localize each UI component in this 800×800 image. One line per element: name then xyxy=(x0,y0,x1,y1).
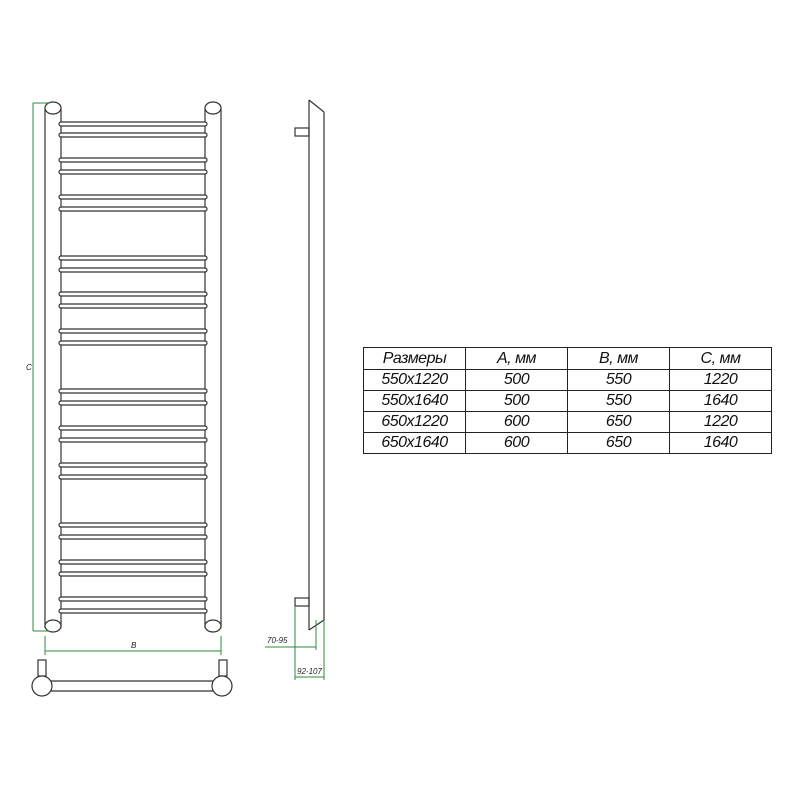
crossbar xyxy=(58,534,208,540)
crossbar xyxy=(58,388,208,394)
header-b: B, мм xyxy=(567,347,670,370)
cell: 1220 xyxy=(669,369,772,391)
crossbar xyxy=(58,291,208,297)
dim-depth-inner-label: 70-95 xyxy=(267,636,288,645)
dim-height-label: C xyxy=(26,363,32,372)
cell: 500 xyxy=(465,369,568,391)
header-a: A, мм xyxy=(465,347,568,370)
crossbar xyxy=(58,425,208,431)
crossbar xyxy=(58,559,208,565)
cell: 550 xyxy=(567,369,670,391)
cell: 650x1640 xyxy=(363,432,466,454)
table-row: 650x1220 600 650 1220 xyxy=(363,411,772,433)
crossbar xyxy=(58,462,208,468)
cell: 550 xyxy=(567,390,670,412)
bottom-view xyxy=(31,659,233,697)
table-row: 650x1640 600 650 1640 xyxy=(363,432,772,454)
crossbar xyxy=(58,328,208,334)
dimension-lines xyxy=(32,102,325,680)
cell: 550x1640 xyxy=(363,390,466,412)
header-c: C, мм xyxy=(669,347,772,370)
crossbar xyxy=(58,596,208,602)
crossbar xyxy=(58,169,208,175)
crossbar xyxy=(58,132,208,138)
cell: 1640 xyxy=(669,390,772,412)
table-row: 550x1640 500 550 1640 xyxy=(363,390,772,412)
crossbar xyxy=(58,255,208,261)
dim-width-label: B xyxy=(131,641,137,650)
dim-depth-outer-label: 92-107 xyxy=(297,667,322,676)
crossbar xyxy=(58,522,208,528)
header-sizes: Размеры xyxy=(363,347,466,370)
crossbar xyxy=(58,194,208,200)
cell: 550x1220 xyxy=(363,369,466,391)
crossbar xyxy=(58,437,208,443)
table-row: 550x1220 500 550 1220 xyxy=(363,369,772,391)
crossbar xyxy=(58,267,208,273)
crossbar xyxy=(58,121,208,127)
cell: 650 xyxy=(567,432,670,454)
cell: 600 xyxy=(465,411,568,433)
side-view xyxy=(294,99,325,631)
crossbar xyxy=(58,157,208,163)
table-header-row: Размеры A, мм B, мм C, мм xyxy=(363,347,772,370)
cell: 650x1220 xyxy=(363,411,466,433)
crossbar xyxy=(58,474,208,480)
crossbar xyxy=(58,206,208,212)
cell: 500 xyxy=(465,390,568,412)
cell: 650 xyxy=(567,411,670,433)
cell: 1220 xyxy=(669,411,772,433)
front-view xyxy=(44,101,222,633)
crossbars xyxy=(58,121,208,614)
crossbar xyxy=(58,340,208,346)
crossbar xyxy=(58,571,208,577)
cell: 1640 xyxy=(669,432,772,454)
crossbar xyxy=(58,608,208,614)
cell: 600 xyxy=(465,432,568,454)
crossbar xyxy=(58,400,208,406)
crossbar xyxy=(58,303,208,309)
sizes-table: Размеры A, мм B, мм C, мм 550x1220 500 5… xyxy=(363,347,772,454)
